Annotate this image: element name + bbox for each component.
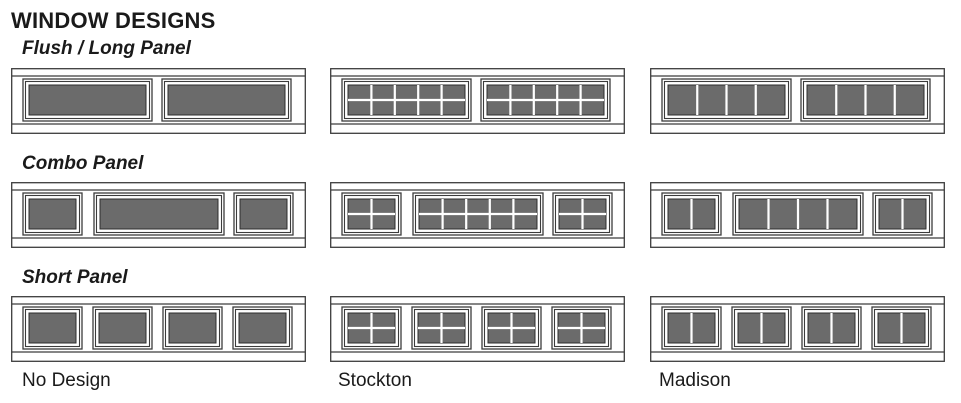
- window-designs-title: WINDOW DESIGNS: [11, 8, 216, 33]
- window-pane: [22, 192, 83, 236]
- window-pane: [22, 306, 83, 350]
- window-pane: [871, 306, 932, 350]
- window-pane: [412, 192, 544, 236]
- door-section-drawing: [330, 296, 625, 362]
- window-pane: [232, 306, 293, 350]
- window-pane: [162, 306, 223, 350]
- window-pane: [411, 306, 472, 350]
- window-pane: [233, 192, 294, 236]
- window-pane: [800, 78, 931, 122]
- window-pane: [552, 192, 613, 236]
- window-pane: [551, 306, 612, 350]
- window-pane: [161, 78, 292, 122]
- window-pane: [480, 78, 611, 122]
- window-pane: [341, 78, 472, 122]
- column-label-stockton: Stockton: [338, 370, 412, 391]
- door-section-combo-none: [11, 182, 306, 248]
- door-section-short-madison: [650, 296, 945, 362]
- row-label-long-panel: Flush / Long Panel: [22, 38, 191, 59]
- door-section-drawing: [11, 182, 306, 248]
- window-pane: [731, 306, 792, 350]
- window-pane: [22, 78, 153, 122]
- door-section-drawing: [650, 68, 945, 134]
- door-section-drawing: [11, 68, 306, 134]
- door-section-drawing: [11, 296, 306, 362]
- door-section-combo-madison: [650, 182, 945, 248]
- door-section-drawing: [330, 68, 625, 134]
- column-label-madison: Madison: [659, 370, 731, 391]
- window-pane: [92, 306, 153, 350]
- window-pane: [661, 78, 792, 122]
- row-label-short-panel: Short Panel: [22, 267, 128, 288]
- window-pane: [341, 306, 402, 350]
- window-pane: [801, 306, 862, 350]
- window-pane: [872, 192, 933, 236]
- door-section-drawing: [330, 182, 625, 248]
- door-section-short-stockton: [330, 296, 625, 362]
- window-pane: [661, 306, 722, 350]
- door-section-short-none: [11, 296, 306, 362]
- door-section-drawing: [650, 296, 945, 362]
- window-pane: [661, 192, 722, 236]
- window-pane: [481, 306, 542, 350]
- column-label-no-design: No Design: [22, 370, 111, 391]
- door-section-long-madison: [650, 68, 945, 134]
- window-pane: [732, 192, 864, 236]
- window-pane: [93, 192, 225, 236]
- door-section-long-none: [11, 68, 306, 134]
- door-section-combo-stockton: [330, 182, 625, 248]
- door-section-drawing: [650, 182, 945, 248]
- door-section-long-stockton: [330, 68, 625, 134]
- window-pane: [341, 192, 402, 236]
- row-label-combo-panel: Combo Panel: [22, 153, 144, 174]
